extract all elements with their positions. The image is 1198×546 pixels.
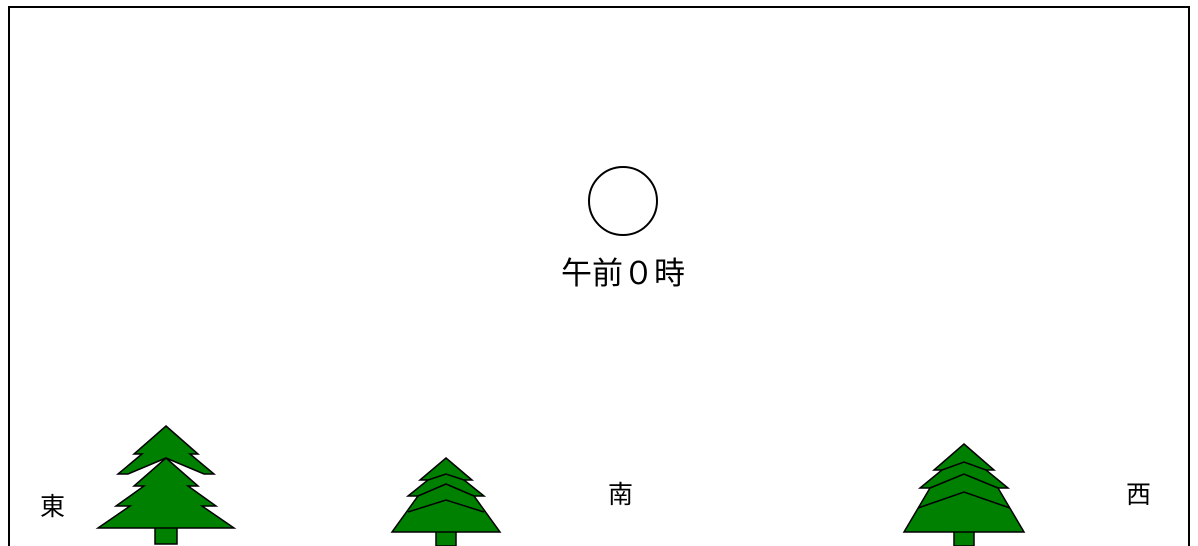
- direction-east-label: 東: [40, 492, 66, 521]
- time-label: 午前０時: [561, 256, 685, 292]
- direction-west-label: 西: [1126, 480, 1152, 509]
- tree-middle: [390, 457, 502, 546]
- moon-circle: [588, 166, 658, 236]
- sky-frame: [8, 6, 1190, 546]
- tree-right: [902, 443, 1026, 546]
- tree-left: [95, 425, 237, 545]
- direction-south-label: 南: [608, 480, 634, 509]
